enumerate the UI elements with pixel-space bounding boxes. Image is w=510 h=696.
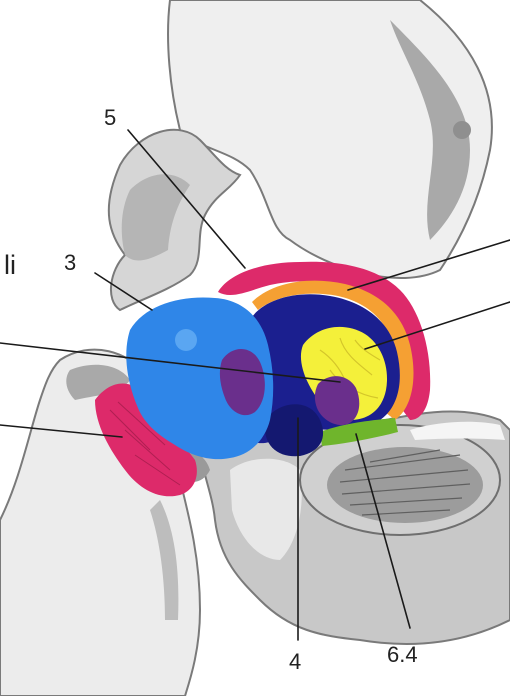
label-3: 3 bbox=[64, 250, 76, 275]
label-li: li bbox=[4, 250, 16, 280]
label-6-4: 6.4 bbox=[387, 642, 418, 667]
upper-bone-spot bbox=[453, 121, 471, 139]
label-4: 4 bbox=[289, 649, 301, 674]
label-5: 5 bbox=[104, 105, 116, 130]
navy-lower-lobe bbox=[265, 404, 323, 456]
femoral-head-highlight bbox=[175, 329, 197, 351]
